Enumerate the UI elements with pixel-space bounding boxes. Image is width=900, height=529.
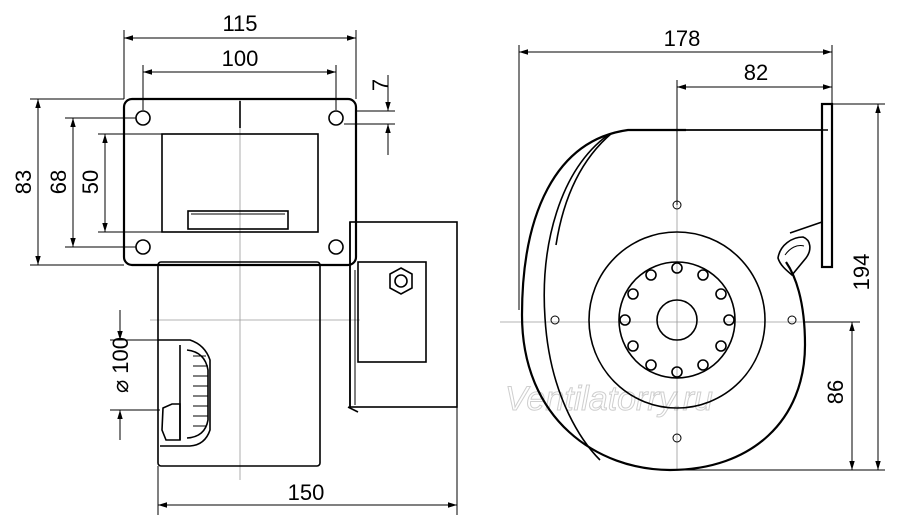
dim-width-inner: 100: [222, 46, 259, 71]
rotor-outer: [588, 231, 766, 409]
side-view: 178 82 194 86: [500, 26, 885, 472]
dim-length-total: 178: [664, 26, 701, 51]
watermark-text: Ventilatorry.ru: [505, 380, 713, 418]
dim-height-total: 194: [849, 254, 874, 291]
front-view: 115 100 7 83 68 50 ⌀ 100 150: [11, 11, 458, 515]
dim-depth-total: 150: [288, 480, 325, 505]
dim-width-outer: 115: [222, 11, 257, 36]
dim-offset-small: 7: [368, 79, 393, 91]
outlet-flange: [820, 102, 834, 269]
inlet-ring: [158, 339, 211, 447]
bolt-hole: [328, 239, 344, 255]
bolt-hole: [328, 110, 344, 126]
hub: [656, 299, 698, 341]
flange-opening: [161, 133, 319, 233]
bolt-hole: [135, 239, 151, 255]
dim-inlet-diameter: ⌀ 100: [108, 337, 133, 393]
motor-box: [349, 221, 458, 408]
rotor-blades: [618, 261, 736, 379]
dim-height-inner: 50: [78, 170, 103, 194]
dim-height-partial: 86: [823, 380, 848, 404]
bolt-hole: [135, 110, 151, 126]
flange-plate: [122, 97, 358, 267]
scroll-housing: [520, 128, 807, 472]
dim-length-partial: 82: [744, 60, 768, 85]
dim-height-mid: 68: [46, 170, 71, 194]
housing-body: [157, 261, 321, 467]
dim-height-outer: 83: [11, 170, 36, 194]
rotor-bolts: [619, 262, 735, 378]
hex-nut-icon: [389, 267, 413, 295]
